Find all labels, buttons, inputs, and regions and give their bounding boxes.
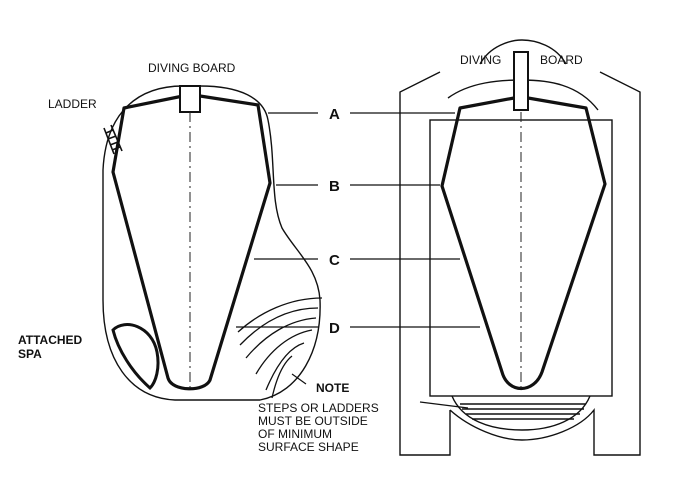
note-leader-line (291, 373, 307, 385)
right-deck-outline (399, 71, 641, 456)
note-line-4: SURFACE SHAPE (258, 440, 359, 454)
left-pool-outline (102, 85, 321, 401)
left-min-surface-shape (111, 94, 272, 391)
label-c: C (329, 252, 340, 269)
right-pool-bottom (451, 395, 591, 431)
left-steps (237, 297, 323, 399)
label-a: A (329, 106, 340, 123)
label-diving-board-left: DIVING BOARD (148, 61, 236, 75)
label-d: D (329, 320, 340, 337)
note-line-2: MUST BE OUTSIDE (258, 414, 368, 428)
label-board-right: BOARD (540, 53, 583, 67)
right-diving-board (513, 51, 529, 111)
label-diving-right: DIVING (460, 53, 501, 67)
note-line-1: STEPS OR LADDERS (258, 401, 379, 415)
attached-spa (111, 323, 160, 391)
left-diving-board (179, 85, 201, 113)
note-line-3: OF MINIMUM (258, 427, 332, 441)
left-pool (102, 85, 323, 401)
right-note-leader (419, 401, 469, 409)
label-ladder: LADDER (48, 97, 97, 111)
label-b: B (329, 178, 340, 195)
note-title: NOTE (316, 381, 349, 395)
label-attached-spa-2: SPA (18, 347, 42, 361)
dimension-lines (236, 112, 480, 328)
right-min-surface-shape (440, 96, 607, 390)
right-top-arc (479, 39, 567, 65)
right-steps (460, 403, 586, 420)
ladder (103, 124, 123, 155)
right-pool (399, 39, 641, 456)
label-attached-spa-1: ATTACHED (18, 333, 83, 347)
